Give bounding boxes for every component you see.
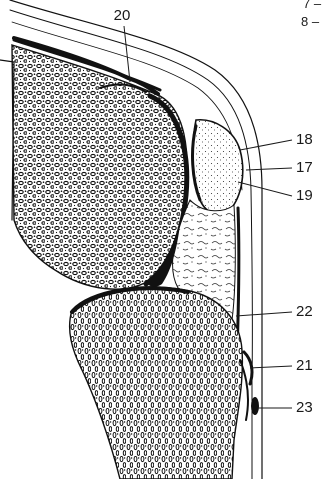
label-23: 23 xyxy=(258,399,313,416)
tibia-spongy-bone xyxy=(70,287,243,479)
label-18-leader xyxy=(240,140,292,150)
label-21-leader xyxy=(250,366,292,368)
cut-off-label-7: 7 – xyxy=(303,0,322,11)
cut-off-label-8: 8 – xyxy=(301,14,320,29)
tibia xyxy=(70,287,248,479)
femur-spongy-bone xyxy=(12,45,187,289)
label-21-text: 21 xyxy=(296,357,313,374)
subcutaneous-infrapatellar-bursa xyxy=(251,397,259,415)
label-21: 21 xyxy=(250,357,313,374)
label-17-text: 17 xyxy=(296,159,313,176)
label-17-leader xyxy=(246,168,292,170)
label-19-leader xyxy=(238,182,292,196)
label-22: 22 xyxy=(236,303,313,320)
label-19: 19 xyxy=(238,182,313,204)
label-19-text: 19 xyxy=(296,187,313,204)
label-20-text: 20 xyxy=(114,7,131,24)
label-23-text: 23 xyxy=(296,399,313,416)
patella xyxy=(193,120,243,214)
label-18-text: 18 xyxy=(296,131,313,148)
label-22-text: 22 xyxy=(296,303,313,320)
label-17: 17 xyxy=(246,159,313,176)
femur xyxy=(0,40,187,289)
label-18: 18 xyxy=(240,131,313,150)
label-22-leader xyxy=(236,312,292,316)
